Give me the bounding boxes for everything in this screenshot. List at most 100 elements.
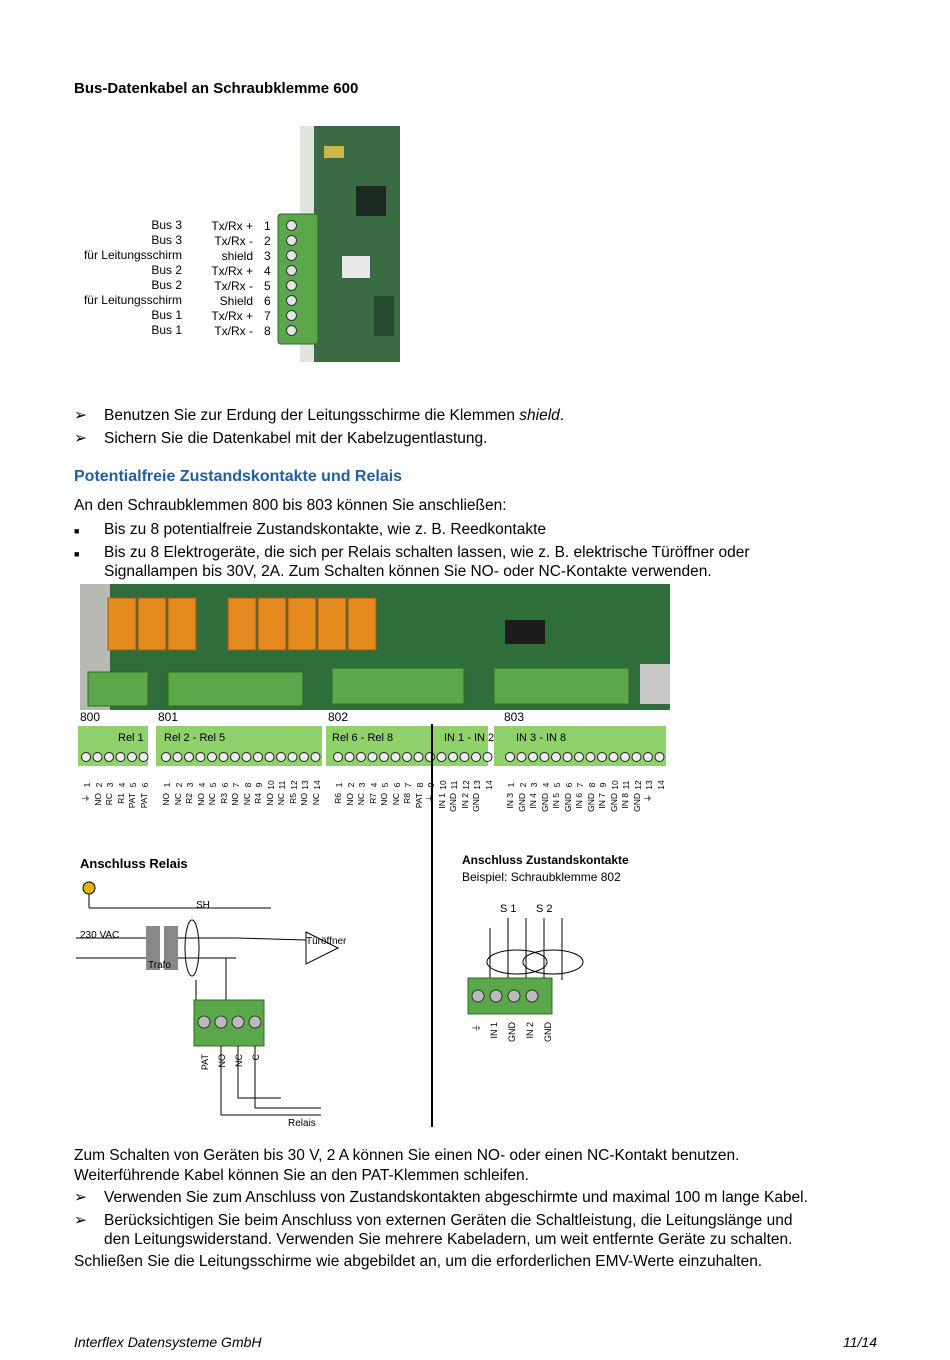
pcb-photo (80, 584, 670, 710)
screw-icon (81, 752, 91, 762)
terminal-pin-number: 2 (93, 782, 104, 788)
terminal-pin-number: 10 (265, 780, 276, 790)
screw-icon (184, 752, 194, 762)
terminal-number: 801 (158, 710, 179, 724)
pin-number: 5 (264, 279, 271, 293)
screw-icon (286, 220, 297, 231)
terminal-pin-number: 6 (391, 782, 402, 788)
pin-number: 1 (264, 219, 271, 233)
contact-pin-label: ⏚ (471, 1023, 482, 1033)
relay-group-label: IN 1 - IN 2 (444, 732, 495, 744)
screw-icon (448, 752, 458, 762)
screw-icon (264, 752, 275, 762)
terminal-pin-label: R4 (253, 793, 263, 804)
screw-icon (195, 752, 206, 762)
terminal-pin-label: GND (516, 793, 527, 812)
contact-pin-label: GND (507, 1022, 517, 1042)
terminal-pin-label: GND (562, 793, 573, 812)
footer-page: 11/14 (843, 1334, 877, 1350)
contacts-diagram-title: Anschluss Zustandskontakte (462, 853, 629, 867)
square-bullet-item: ■Bis zu 8 Elektrogeräte, die sich per Re… (74, 543, 874, 583)
arrow-bullet-icon: ➢ (74, 430, 87, 447)
terminal-pin-label: NO (161, 793, 171, 806)
terminal-pin-label: NC (207, 793, 217, 806)
terminal-pin-number: 3 (185, 782, 195, 788)
terminal-pin-label: R6 (333, 793, 343, 804)
terminal-pin-number: 3 (357, 782, 367, 788)
screw-icon (516, 752, 527, 762)
terminal-pin-number: 10 (609, 780, 620, 790)
screw-icon (253, 752, 263, 762)
shield-label: SH (196, 900, 210, 911)
terminal-pin-number: 2 (173, 782, 184, 788)
terminal-pin-number: 4 (540, 782, 551, 788)
screw-icon (310, 752, 321, 762)
screw-icon (459, 752, 470, 762)
terminal-pin-number: 14 (483, 780, 494, 790)
terminal-pin-number: 13 (644, 780, 654, 790)
screw-icon (367, 752, 378, 762)
terminal-pin-number: 13 (300, 780, 310, 790)
terminal-pin-number: 8 (242, 782, 253, 788)
terminal-pin-label: IN 7 (597, 793, 607, 809)
bullet-text: Benutzen Sie zur Erdung der Leitungsschi… (104, 406, 564, 426)
arrow-bullet-item: ➢Berücksichtigen Sie beim Anschluss von … (74, 1211, 894, 1251)
contacts-diagram: Anschluss Zustandskontakte Beispiel: Sch… (460, 850, 680, 1060)
terminal-pin-number: 9 (598, 782, 608, 788)
terminal-pin-label: R1 (115, 793, 126, 804)
arrow-bullet-item: ➢Benutzen Sie zur Erdung der Leitungssch… (74, 406, 874, 426)
terminal-pin-number: 6 (219, 782, 230, 788)
terminal-pin-label: ⏚ (81, 794, 91, 803)
terminal-pin-label: NC (310, 793, 321, 806)
voltage-label: 230 VAC (80, 930, 120, 941)
screw-icon (104, 752, 114, 762)
terminal-pin-number: 1 (506, 782, 516, 788)
terminal-pin-label: NO (264, 793, 275, 806)
switch-s1-label: S 1 (500, 903, 517, 915)
terminal-pin-label: IN 5 (551, 793, 561, 809)
terminal-pin-label: NC (356, 793, 366, 806)
contacts-diagram-subtitle: Beispiel: Schraubklemme 802 (462, 870, 621, 884)
screw-icon (551, 752, 561, 762)
terminal-pin-label: NO (344, 793, 355, 806)
terminal-pin-label: R2 (184, 793, 194, 804)
bullet-line1: Verwenden Sie zum Anschluss von Zustands… (104, 1189, 808, 1206)
relay-pin-label: NO (217, 1054, 227, 1068)
signal-label: shield (221, 249, 253, 263)
bus-label: für Leitungsschirm (83, 248, 182, 262)
screw-icon (608, 752, 619, 762)
terminal-pin-number: 1 (82, 782, 92, 788)
screw-icon (286, 280, 297, 291)
screw-icon (344, 752, 355, 762)
terminal-pin-label: R7 (367, 793, 378, 804)
bus-label: Bus 2 (151, 263, 182, 277)
trafo-label: Trafo (148, 960, 171, 971)
terminal-pin-label: IN 4 (528, 793, 538, 809)
screw-icon (161, 752, 171, 762)
terminal-pin-number: 7 (231, 782, 241, 788)
signal-label: Tx/Rx + (211, 264, 253, 278)
contact-pin-label: GND (543, 1022, 553, 1042)
bus-label: für Leitungsschirm (83, 293, 182, 307)
terminal-pin-label: GND (471, 793, 481, 812)
screw-icon (276, 752, 286, 762)
screw-icon (413, 752, 424, 762)
section-heading-relais: Potentialfreie Zustandskontakte und Rela… (74, 468, 403, 485)
terminal-pin-label: NC (390, 793, 401, 806)
screw-icon (471, 752, 481, 762)
terminal-pin-label: R8 (402, 793, 412, 804)
terminal-pin-label: IN 6 (574, 793, 584, 809)
screw-icon (654, 752, 665, 762)
terminal-pin-number: 6 (139, 782, 150, 788)
screw-icon (172, 752, 183, 762)
relay-diagram: Anschluss Relais 230 VAC Trafo SH Türöff… (76, 850, 426, 1135)
terminal-pin-number: 11 (621, 780, 631, 790)
terminal-pin-number: 11 (449, 780, 459, 790)
screw-icon (505, 752, 515, 762)
signal-label: Tx/Rx + (211, 309, 253, 323)
terminal-pin-label: NO (230, 793, 240, 806)
screw-icon (115, 752, 126, 762)
terminal-pin-number: 4 (368, 782, 379, 788)
screw-icon (379, 752, 389, 762)
